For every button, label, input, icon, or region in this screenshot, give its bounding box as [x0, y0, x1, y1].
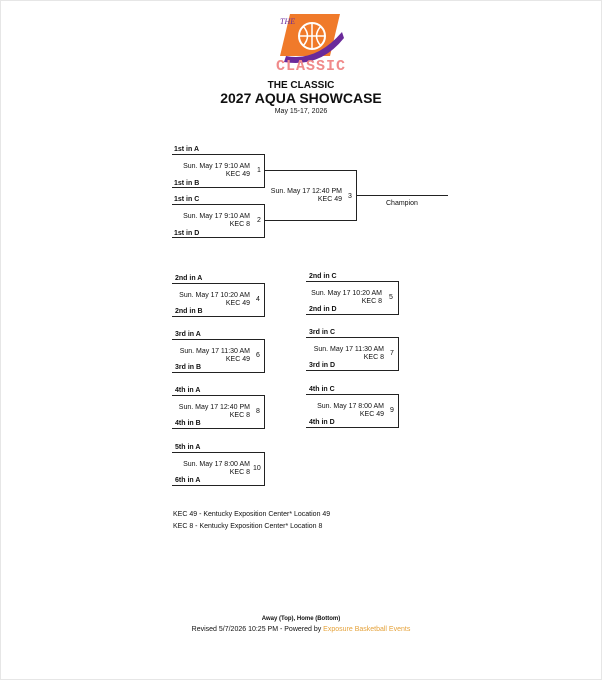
team-slot-g5-top: 2nd in C [309, 273, 337, 280]
team-slot-g10-top: 5th in A [175, 444, 201, 451]
team-slot-g2-top: 1st in C [174, 196, 200, 203]
game-8-number: 8 [256, 408, 260, 415]
game-8-box[interactable] [172, 395, 265, 429]
game-1-number: 1 [257, 167, 261, 174]
exposure-link[interactable]: Exposure Basketball Events [323, 626, 411, 633]
legend-kec-49: KEC 49 - Kentucky Exposition Center* Loc… [173, 511, 331, 518]
game-7-number: 7 [390, 350, 394, 357]
logo-wordmark: CLASSIC [276, 58, 347, 75]
team-slot-g8-top: 4th in A [175, 387, 201, 394]
footer-revised: Revised 5/7/2026 10:25 PM - Powered by E… [0, 626, 602, 633]
game-3-number: 3 [348, 193, 352, 200]
game-7-box[interactable] [306, 337, 399, 371]
game-10-number: 10 [253, 465, 261, 472]
team-slot-g9-bottom: 4th in D [309, 419, 335, 426]
champion-line [356, 195, 448, 196]
event-dates: May 15-17, 2026 [274, 108, 328, 115]
the-classic-logo: THE [280, 14, 344, 63]
team-slot-g7-top: 3rd in C [309, 329, 336, 336]
champion-label: Champion [386, 200, 418, 207]
team-slot-g6-bottom: 3rd in B [175, 364, 202, 371]
game-2-number: 2 [257, 217, 261, 224]
team-slot-g1-top: 1st in A [174, 146, 200, 153]
team-slot-g4-top: 2nd in A [175, 275, 203, 282]
game-6-box[interactable] [172, 339, 265, 373]
revised-text: Revised 5/7/2026 10:25 PM - Powered by [191, 626, 324, 633]
page-title: 2027 AQUA SHOWCASE [220, 90, 382, 106]
team-slot-g1-bottom: 1st in B [174, 180, 200, 187]
team-slot-g4-bottom: 2nd in B [175, 308, 203, 315]
footer-note: Away (Top), Home (Bottom) [261, 616, 341, 622]
team-slot-g9-top: 4th in C [309, 386, 335, 393]
svg-text:THE: THE [280, 17, 295, 26]
team-slot-g10-bottom: 6th in A [175, 477, 201, 484]
game-6-number: 6 [256, 352, 260, 359]
legend-kec-8: KEC 8 - Kentucky Exposition Center* Loca… [173, 523, 323, 530]
game-5-box[interactable] [306, 281, 399, 315]
game-5-number: 5 [389, 294, 393, 301]
game-9-box[interactable] [306, 394, 399, 428]
event-subtitle: THE CLASSIC [267, 80, 335, 91]
team-slot-g6-top: 3rd in A [175, 331, 201, 338]
game-4-box[interactable] [172, 283, 265, 317]
game-9-number: 9 [390, 407, 394, 414]
game-10-box[interactable] [172, 452, 265, 486]
game-1-box[interactable] [172, 154, 265, 188]
team-slot-g5-bottom: 2nd in D [309, 306, 337, 313]
game-2-box[interactable] [172, 204, 265, 238]
game-4-number: 4 [256, 296, 260, 303]
team-slot-g7-bottom: 3rd in D [309, 362, 336, 369]
connector-g2-g3 [264, 220, 356, 221]
team-slot-g8-bottom: 4th in B [175, 420, 201, 427]
connector-g1-g3 [264, 170, 356, 171]
team-slot-g2-bottom: 1st in D [174, 230, 200, 237]
